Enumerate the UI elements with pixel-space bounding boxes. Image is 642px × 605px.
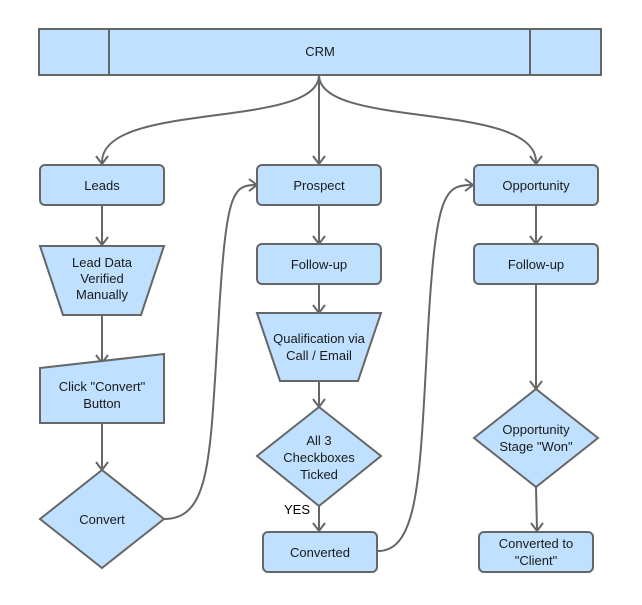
edge-convert-prospect: [163, 184, 258, 520]
node-crm-label: CRM: [305, 44, 335, 59]
node-lead-data-verified[interactable]: Lead Data Verified Manually: [38, 245, 166, 316]
edge-stage-client: [535, 486, 538, 531]
node-converted-client[interactable]: Converted to "Client": [478, 531, 594, 573]
node-prospect-followup[interactable]: Follow-up: [256, 243, 382, 285]
node-lead-data-verified-line3: Manually: [76, 287, 129, 302]
node-qualification[interactable]: Qualification via Call / Email: [255, 312, 383, 382]
node-qualification-line2: Call / Email: [286, 348, 352, 363]
edge-converted-opportunity: [377, 184, 474, 552]
node-click-convert-line2: Button: [83, 396, 121, 411]
edges: [95, 74, 544, 552]
node-checkboxes-line3: Ticked: [300, 467, 338, 482]
node-opportunity-label: Opportunity: [502, 178, 570, 193]
node-converted-client-line1: Converted to: [499, 536, 573, 551]
node-prospect-label: Prospect: [293, 178, 345, 193]
node-convert[interactable]: Convert: [38, 468, 166, 570]
node-leads-label: Leads: [84, 178, 120, 193]
node-click-convert[interactable]: Click "Convert" Button: [39, 352, 165, 424]
node-opportunity-followup[interactable]: Follow-up: [473, 243, 599, 285]
node-stage-won[interactable]: Opportunity Stage "Won": [472, 387, 600, 489]
node-convert-label: Convert: [79, 512, 125, 527]
node-converted-label: Converted: [290, 545, 350, 560]
node-prospect[interactable]: Prospect: [256, 164, 382, 206]
node-opportunity-followup-label: Follow-up: [508, 257, 564, 272]
node-stage-won-line2: Stage "Won": [499, 439, 573, 454]
node-leads[interactable]: Leads: [39, 164, 165, 206]
node-checkboxes[interactable]: All 3 Checkboxes Ticked: [255, 405, 383, 508]
node-click-convert-line1: Click "Convert": [59, 379, 146, 394]
node-crm[interactable]: CRM: [38, 28, 602, 76]
node-opportunity[interactable]: Opportunity: [473, 164, 599, 206]
node-lead-data-verified-line1: Lead Data: [72, 255, 133, 270]
node-checkboxes-line1: All 3: [306, 433, 331, 448]
node-lead-data-verified-line2: Verified: [80, 271, 123, 286]
node-stage-won-line1: Opportunity: [502, 422, 570, 437]
node-converted-client-line2: "Client": [515, 553, 558, 568]
node-checkboxes-line2: Checkboxes: [283, 450, 355, 465]
edge-crm-opportunity: [318, 74, 538, 164]
node-qualification-line1: Qualification via: [273, 331, 366, 346]
node-converted[interactable]: Converted: [262, 531, 378, 573]
edge-label-yes: YES: [284, 502, 310, 517]
node-prospect-followup-label: Follow-up: [291, 257, 347, 272]
edge-crm-leads: [100, 74, 320, 164]
